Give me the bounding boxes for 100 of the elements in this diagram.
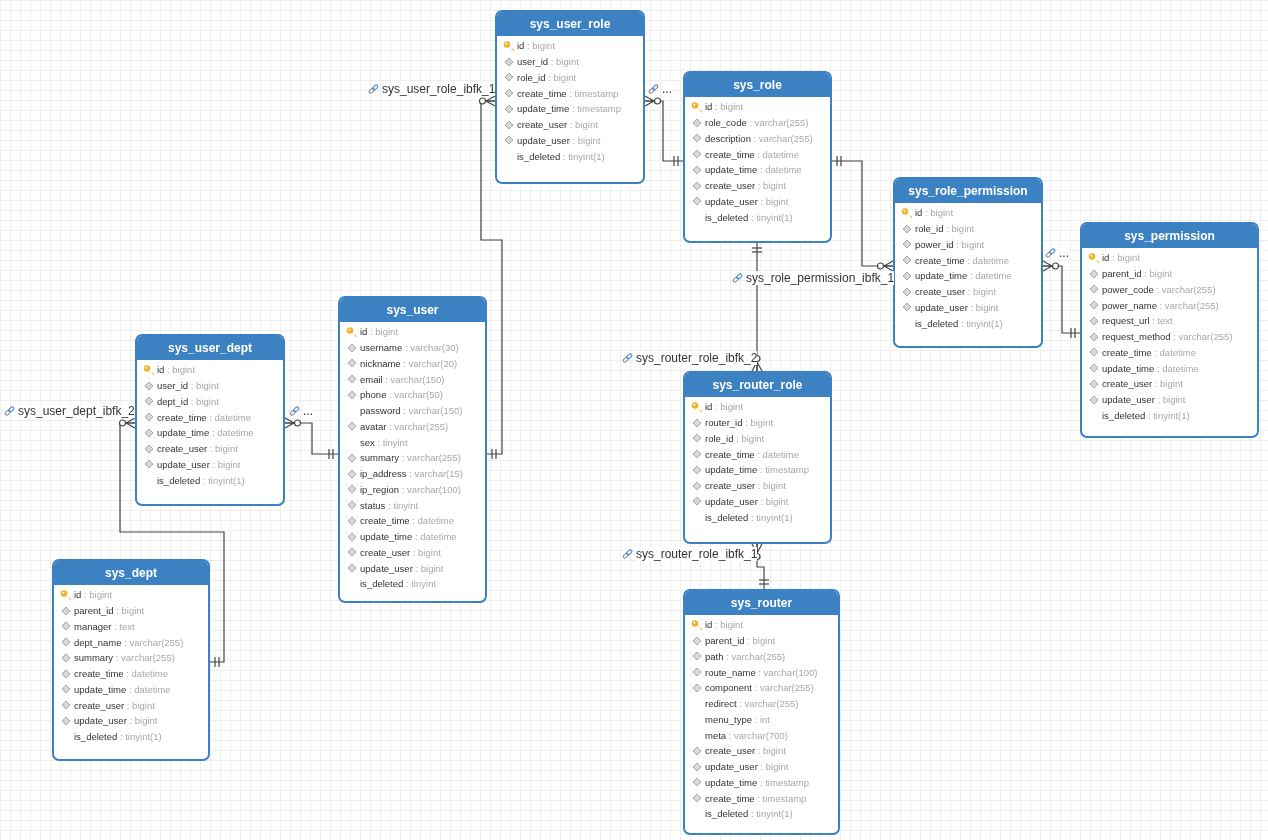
table-header: sys_user — [340, 298, 485, 322]
relationship-line — [751, 543, 769, 590]
edge-label: sys_user_dept_ibfk_2 — [18, 404, 135, 418]
table-header: sys_router — [685, 591, 838, 615]
column-definition: create_user : bigint — [157, 443, 238, 455]
column-definition: id : bigint — [705, 101, 744, 113]
column-definition: meta : varchar(700) — [705, 729, 788, 741]
column-definition: nickname : varchar(20) — [360, 357, 458, 369]
column-definition: email : varchar(150) — [360, 373, 445, 385]
column-definition: create_time : datetime — [1102, 346, 1196, 358]
column-definition: update_user : bigint — [915, 301, 999, 313]
column-definition: menu_type : int — [705, 713, 770, 725]
column-definition: is_deleted : tinyint(1) — [517, 150, 605, 162]
column-definition: update_user : bigint — [705, 495, 789, 507]
column-definition: create_time : datetime — [74, 668, 168, 680]
table-card — [52, 559, 210, 761]
column-definition: update_user : bigint — [360, 562, 444, 574]
column-definition: update_user : bigint — [157, 458, 241, 470]
column-definition: update_time : datetime — [1102, 362, 1199, 374]
column-definition: update_time : timestamp — [705, 776, 810, 788]
column-definition: request_method : varchar(255) — [1102, 331, 1233, 343]
edge-label: sys_user_role_ibfk_1 — [382, 82, 496, 96]
column-definition: update_user : bigint — [517, 134, 601, 146]
column-definition: is_deleted : tinyint(1) — [74, 731, 162, 743]
relationship-line — [118, 417, 225, 667]
column-definition: update_time : datetime — [157, 427, 254, 439]
column-definition: component : varchar(255) — [705, 682, 814, 694]
column-definition: router_id : bigint — [705, 417, 774, 429]
table-card — [893, 177, 1043, 348]
relationship-line — [831, 156, 894, 272]
column-definition: role_id : bigint — [915, 223, 975, 235]
table-header: sys_permission — [1082, 224, 1257, 248]
column-definition: create_user : bigint — [705, 745, 786, 757]
column-definition: phone : varchar(50) — [360, 389, 443, 401]
column-definition: id : bigint — [705, 401, 744, 413]
column-definition: id : bigint — [360, 326, 399, 338]
table-card — [683, 589, 840, 835]
edge-label: sys_router_role_ibfk_2 — [636, 351, 758, 365]
column-definition: dept_name : varchar(255) — [74, 636, 184, 648]
column-definition: username : varchar(30) — [360, 342, 459, 354]
column-definition: create_user : bigint — [705, 180, 786, 192]
column-definition: status : tinyint — [360, 499, 419, 511]
column-definition: is_deleted : tinyint(1) — [705, 511, 793, 523]
column-definition: create_time : datetime — [705, 448, 799, 460]
column-definition: id : bigint — [517, 40, 556, 52]
table-header: sys_dept — [54, 561, 208, 585]
relationship-line — [644, 95, 684, 166]
column-definition: user_id : bigint — [157, 380, 219, 392]
table-card — [495, 10, 645, 184]
column-definition: request_url : text — [1102, 315, 1173, 327]
column-definition: ip_address : varchar(15) — [360, 468, 463, 480]
column-definition: power_id : bigint — [915, 238, 985, 250]
column-definition: manager : text — [74, 620, 135, 632]
column-definition: create_user : bigint — [517, 119, 598, 131]
column-definition: create_user : bigint — [705, 480, 786, 492]
column-definition: create_time : datetime — [157, 411, 251, 423]
column-definition: update_time : datetime — [360, 531, 457, 543]
column-definition: is_deleted : tinyint — [360, 578, 437, 590]
column-definition: ip_region : varchar(100) — [360, 483, 461, 495]
table-header: sys_user_dept — [137, 336, 283, 360]
column-definition: is_deleted : tinyint(1) — [705, 211, 793, 223]
relationship-line — [1042, 260, 1081, 338]
table-header: sys_user_role — [497, 12, 643, 36]
edge-label: ... — [662, 82, 672, 96]
column-definition: role_id : bigint — [705, 432, 765, 444]
column-definition: update_time : datetime — [915, 270, 1012, 282]
column-definition: user_id : bigint — [517, 56, 579, 68]
column-definition: id : bigint — [157, 364, 196, 376]
table-card — [683, 371, 832, 544]
column-definition: is_deleted : tinyint(1) — [1102, 409, 1190, 421]
column-definition: update_time : timestamp — [517, 103, 622, 115]
column-definition: power_name : varchar(255) — [1102, 299, 1219, 311]
column-definition: update_time : datetime — [705, 164, 802, 176]
column-definition: create_time : timestamp — [705, 792, 807, 804]
column-definition: update_user : bigint — [74, 715, 158, 727]
table-card — [338, 296, 487, 603]
column-definition: role_code : varchar(255) — [705, 117, 809, 129]
column-definition: update_time : datetime — [74, 683, 171, 695]
edge-label: ... — [303, 404, 313, 418]
edge-label: sys_role_permission_ibfk_1 — [746, 271, 895, 285]
column-definition: update_user : bigint — [705, 195, 789, 207]
relationship-line — [478, 95, 503, 459]
table-card — [1080, 222, 1259, 438]
column-definition: update_user : bigint — [705, 761, 789, 773]
column-definition: create_user : bigint — [1102, 378, 1183, 390]
table-card — [683, 71, 832, 243]
column-definition: description : varchar(255) — [705, 132, 813, 144]
column-definition: is_deleted : tinyint(1) — [915, 317, 1003, 329]
column-definition: avatar : varchar(255) — [360, 420, 449, 432]
column-definition: update_time : timestamp — [705, 464, 810, 476]
column-definition: create_user : bigint — [360, 546, 441, 558]
column-definition: parent_id : bigint — [705, 635, 776, 647]
column-definition: is_deleted : tinyint(1) — [705, 808, 793, 820]
column-definition: create_user : bigint — [74, 699, 155, 711]
column-definition: id : bigint — [705, 619, 744, 631]
column-definition: route_name : varchar(100) — [705, 666, 818, 678]
table-card — [135, 334, 285, 506]
column-definition: create_time : datetime — [360, 515, 454, 527]
column-definition: power_code : varchar(255) — [1102, 283, 1216, 295]
column-definition: id : bigint — [1102, 252, 1141, 264]
